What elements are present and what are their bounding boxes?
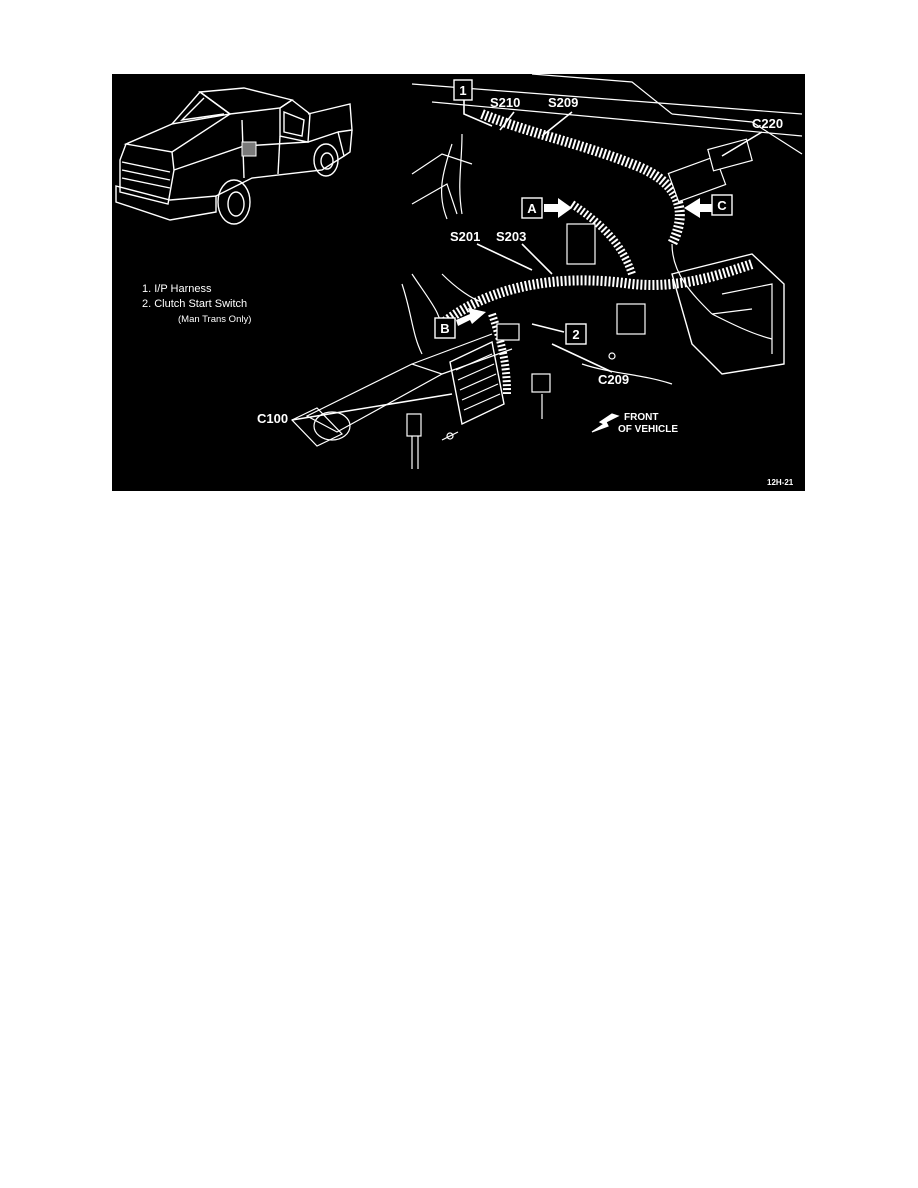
pointer-arrows [456, 198, 712, 326]
label-front-line1: FRONT [624, 412, 658, 423]
wiring-diagram: 1. I/P Harness 2. Clutch Start Switch (M… [115, 74, 803, 487]
svg-text:1: 1 [459, 83, 466, 98]
label-s209: S209 [548, 95, 578, 110]
callout-box-1: 1 [453, 79, 473, 101]
label-s210: S210 [490, 95, 520, 110]
svg-text:2: 2 [572, 327, 579, 342]
legend-item-2: 2. Clutch Start Switch [142, 298, 247, 310]
label-c209: C209 [598, 372, 629, 387]
arrow-a-icon [544, 198, 572, 218]
label-front-line2: OF VEHICLE [618, 424, 678, 435]
label-c100: C100 [257, 411, 288, 426]
callout-box-2: 2 [565, 323, 587, 345]
arrow-c-icon [684, 198, 712, 218]
callout-box-b: B [434, 317, 456, 339]
callout-box-a: A [521, 197, 543, 219]
figure-id: 12H-21 [767, 478, 794, 487]
legend-item-2-note: (Man Trans Only) [178, 314, 251, 325]
truck-illustration [115, 87, 353, 225]
callout-leaders [291, 100, 763, 421]
callout-box-c: C [711, 194, 733, 216]
legend-item-1: 1. I/P Harness [142, 283, 212, 295]
label-c220: C220 [752, 116, 783, 131]
arrow-b-icon [456, 308, 486, 326]
label-s201: S201 [450, 229, 480, 244]
svg-text:B: B [440, 321, 449, 336]
label-s203: S203 [496, 229, 526, 244]
svg-text:A: A [527, 201, 537, 216]
legend: 1. I/P Harness 2. Clutch Start Switch (M… [142, 283, 251, 325]
svg-text:C: C [717, 198, 727, 213]
dash-assembly-illustration [290, 74, 803, 469]
wiring-diagram-panel: 1. I/P Harness 2. Clutch Start Switch (M… [112, 74, 805, 491]
